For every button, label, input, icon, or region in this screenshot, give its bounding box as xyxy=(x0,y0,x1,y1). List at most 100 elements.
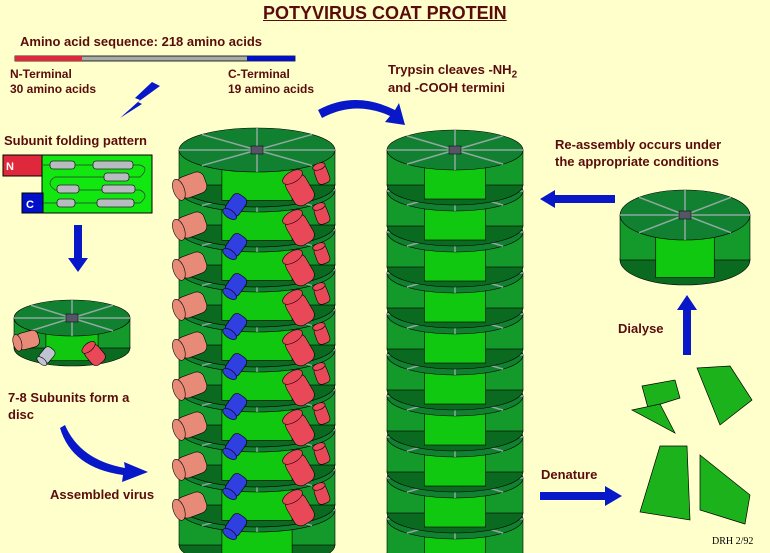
n-tail xyxy=(12,329,40,352)
n-tail-end xyxy=(172,218,186,241)
c-tail xyxy=(222,313,248,340)
n-tail-end xyxy=(282,409,303,425)
n-tail-end xyxy=(172,338,186,361)
reassembly-label-line2: the appropriate conditions xyxy=(555,154,719,169)
reassembled-disc xyxy=(619,189,751,286)
n-tail xyxy=(312,362,331,385)
n-tail-end xyxy=(312,282,326,291)
n-tail xyxy=(81,341,106,366)
n-tail xyxy=(282,489,315,527)
arrow-denature xyxy=(540,486,622,506)
n-tail-end xyxy=(282,489,303,505)
arrow-to-disc xyxy=(68,225,88,272)
n-tail xyxy=(282,329,315,367)
n-tail-end xyxy=(282,209,303,225)
n-tail xyxy=(172,251,208,281)
n-tail-end xyxy=(282,169,303,185)
c-tail-end xyxy=(222,288,237,300)
n-tail-end xyxy=(312,442,326,451)
virus-segment xyxy=(178,127,336,208)
helix-cylinder xyxy=(92,160,134,170)
protein-fragment xyxy=(639,445,691,521)
protein-fragment xyxy=(699,454,751,525)
disc-divider xyxy=(684,196,732,216)
disc-divider xyxy=(684,214,732,234)
n-tail-end xyxy=(282,329,303,345)
arrow-trypsin xyxy=(318,100,405,125)
disc-divider xyxy=(256,149,313,167)
n-tail xyxy=(312,322,331,345)
disc-divider xyxy=(454,149,504,165)
n-tail xyxy=(172,371,208,401)
sequence-label: Amino acid sequence: 218 amino acids xyxy=(20,34,263,49)
n-tail-end xyxy=(81,341,96,354)
disc-core xyxy=(678,210,692,220)
n-tail xyxy=(282,289,315,327)
arrow-to-virus xyxy=(60,425,148,482)
disc-core xyxy=(65,313,79,323)
n-tail-end xyxy=(172,498,186,521)
n-tail-end xyxy=(172,378,186,401)
denature-label: Denature xyxy=(541,467,598,482)
n-tail xyxy=(282,409,315,447)
signature: DRH 2/92 xyxy=(712,536,754,547)
n-tail-end xyxy=(282,449,303,465)
disc-divider xyxy=(30,304,73,319)
folding-label: Subunit folding pattern xyxy=(4,133,147,148)
c-tail-end xyxy=(222,408,237,420)
n-tail xyxy=(312,482,331,505)
disc-divider xyxy=(454,135,504,151)
reassembly-label-line1: Re-assembly occurs under xyxy=(555,137,722,152)
n-tail-end xyxy=(172,258,186,281)
n-tail-end xyxy=(12,334,23,352)
protein-fragment xyxy=(641,379,681,409)
c-tail xyxy=(36,346,56,366)
n-tail xyxy=(282,209,315,247)
disc-label-line1: 7-8 Subunits form a xyxy=(8,390,130,405)
disc-label-line2: disc xyxy=(8,407,35,422)
n-tail xyxy=(172,411,208,441)
n-tail-end xyxy=(312,242,326,251)
c-terminal-title: C-Terminal xyxy=(228,67,290,81)
n-tail xyxy=(172,171,208,201)
c-tail xyxy=(222,393,248,420)
n-tail-end xyxy=(172,298,186,321)
n-tail xyxy=(172,451,208,481)
c-tail xyxy=(222,473,248,500)
arrow-dialyse xyxy=(677,295,697,355)
disc-divider xyxy=(406,135,456,151)
disc-core xyxy=(448,145,462,155)
c-tail xyxy=(222,233,248,260)
n-tail xyxy=(312,442,331,465)
n-tail-end xyxy=(172,458,186,481)
n-tail xyxy=(312,402,331,425)
c-tail-end xyxy=(222,488,237,500)
helix-cylinder xyxy=(101,184,136,194)
disc-divider xyxy=(201,149,258,167)
arrow-to-folding xyxy=(120,82,160,118)
n-tail xyxy=(312,282,331,305)
n-tail xyxy=(312,162,331,185)
c-terminal-detail: 19 amino acids xyxy=(228,82,315,96)
n-tail xyxy=(172,291,208,321)
protein-fragment xyxy=(630,403,676,434)
n-tail-end xyxy=(282,249,303,265)
n-tail-end xyxy=(312,362,326,371)
page-title: POTYVIRUS COAT PROTEIN xyxy=(263,3,507,23)
n-tail xyxy=(282,249,315,287)
helix-cylinder xyxy=(49,160,76,170)
n-tail xyxy=(312,242,331,265)
c-tail-end xyxy=(36,356,48,366)
n-tail-end xyxy=(282,369,303,385)
c-tail-end xyxy=(222,528,237,540)
c-tail xyxy=(222,273,248,300)
folding-path xyxy=(43,164,146,204)
n-tail-end xyxy=(172,178,186,201)
n-tail xyxy=(282,369,315,407)
n-tail-end xyxy=(312,402,326,411)
disc-divider xyxy=(638,196,686,216)
n-tail xyxy=(312,202,331,225)
n-terminal-title: N-Terminal xyxy=(10,67,72,81)
n-tail-end xyxy=(312,482,326,491)
